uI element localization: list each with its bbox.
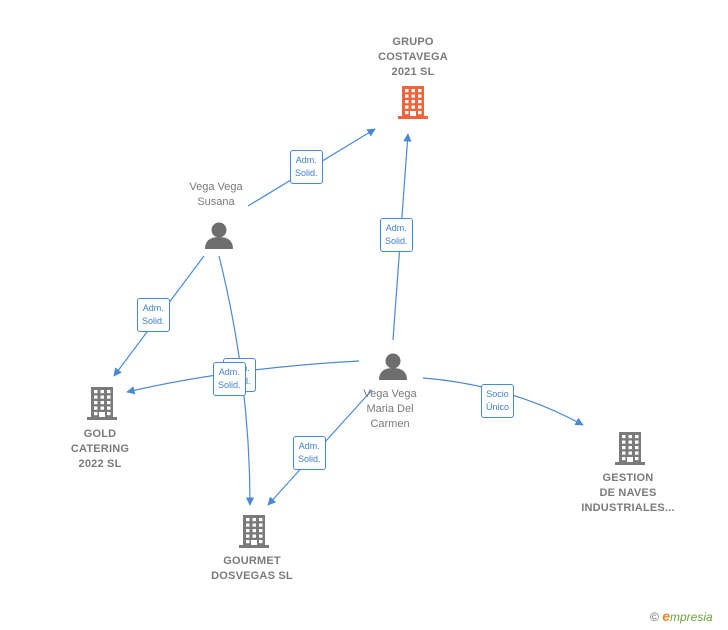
node-label-susana[interactable]: Vega Vega Susana [189, 181, 243, 208]
node-label-gold[interactable]: GOLD CATERING 2022 SL [70, 428, 130, 470]
building-icon-gold[interactable] [87, 387, 117, 420]
building-icon-gourmet[interactable] [239, 515, 269, 548]
building-icon-grupo[interactable] [398, 86, 428, 119]
node-label-gourmet[interactable]: GOURMET DOSVEGAS SL [211, 555, 293, 582]
edge-label-carmen-gold[interactable]: Adm. Solid. [213, 362, 246, 396]
brand-logo-text: mpresia [669, 610, 713, 624]
edge-label-susana-gold[interactable]: Adm. Solid. [137, 298, 170, 332]
brand-logo-initial: e [662, 608, 670, 624]
edge-label-carmen-grupo[interactable]: Adm. Solid. [380, 218, 413, 252]
edge-label-susana-grupo[interactable]: Adm. Solid. [290, 150, 323, 184]
node-label-gestion[interactable]: GESTION DE NAVES INDUSTRIALES... [581, 472, 675, 514]
edge-label-carmen-gourmet[interactable]: Adm. Solid. [293, 436, 326, 470]
node-label-carmen[interactable]: Vega Vega Maria Del Carmen [363, 388, 417, 430]
node-label-grupo[interactable]: GRUPO COSTAVEGA 2021 SL [378, 36, 448, 78]
copyright-icon: © [650, 610, 659, 624]
person-icon-carmen[interactable] [379, 353, 407, 381]
edge-label-carmen-gestion[interactable]: Socio Único [481, 384, 515, 418]
brand-footer: © empresia [650, 608, 713, 624]
building-icon-gestion[interactable] [615, 432, 645, 465]
person-icon-susana[interactable] [205, 222, 233, 250]
